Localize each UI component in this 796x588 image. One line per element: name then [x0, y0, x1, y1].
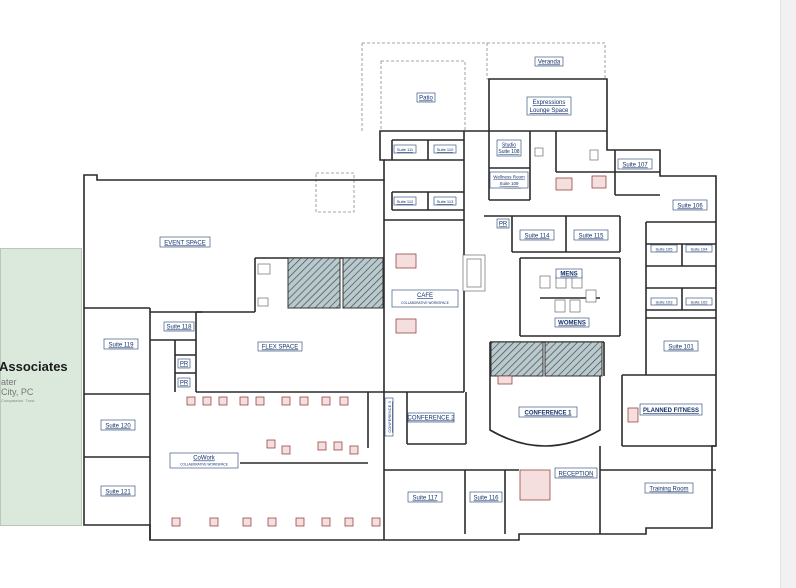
svg-text:Lounge Space: Lounge Space [530, 108, 569, 114]
room-patio[interactable]: Patio [416, 92, 436, 103]
svg-text:Suite 117: Suite 117 [413, 496, 439, 502]
svg-text:COLLABORATIVE WORKSPACE: COLLABORATIVE WORKSPACE [180, 463, 228, 467]
room-cowork[interactable]: CoWork COLLABORATIVE WORKSPACE [169, 452, 239, 469]
svg-text:Suite 119: Suite 119 [109, 343, 135, 349]
room-veranda[interactable]: Veranda [534, 56, 564, 67]
hatched-areas [287, 257, 603, 377]
sign-line-2: City, PC [1, 387, 34, 397]
svg-text:Wellness Room: Wellness Room [493, 175, 525, 180]
svg-text:Suite 121: Suite 121 [105, 490, 131, 496]
room-pr-2[interactable]: PR [177, 358, 191, 369]
room-suite-112[interactable]: Suite 112 [393, 196, 417, 206]
room-suite-117[interactable]: Suite 117 [407, 491, 443, 503]
svg-text:PLANNED FITNESS: PLANNED FITNESS [643, 408, 699, 414]
room-suite-103[interactable]: Suite 103 [650, 297, 678, 306]
svg-text:Suite 102: Suite 102 [691, 300, 709, 305]
svg-text:Suite 111: Suite 111 [397, 147, 414, 152]
svg-text:PR: PR [180, 362, 189, 368]
room-suite-121[interactable]: Suite 121 [100, 485, 136, 497]
svg-text:Suite 108: Suite 108 [498, 149, 519, 155]
room-expressions-lounge[interactable]: Expressions Lounge Space [526, 96, 572, 116]
room-suite-101[interactable]: Suite 101 [663, 340, 699, 352]
svg-text:MENS: MENS [560, 272, 577, 278]
svg-text:Suite 105: Suite 105 [656, 247, 674, 252]
room-pr-1[interactable]: PR [496, 218, 510, 229]
svg-text:Suite 109: Suite 109 [499, 181, 519, 186]
sign-tagline: Compassion. Trust. [1, 398, 36, 403]
svg-text:Expressions: Expressions [533, 100, 566, 106]
room-suite-107[interactable]: Suite 107 [617, 158, 653, 170]
room-suite-104[interactable]: Suite 104 [685, 244, 713, 253]
room-suite-102[interactable]: Suite 102 [685, 297, 713, 306]
svg-text:Suite 118: Suite 118 [167, 325, 193, 331]
room-labels: Veranda Patio Expressions Lounge Space S… [100, 56, 713, 503]
room-conference-2[interactable]: CONFERENCE 2 [407, 412, 455, 423]
room-suite-105[interactable]: Suite 105 [650, 244, 678, 253]
svg-text:PR: PR [180, 381, 189, 387]
room-pr-3[interactable]: PR [177, 377, 191, 388]
svg-text:Suite 120: Suite 120 [105, 424, 131, 430]
svg-text:Suite 107: Suite 107 [622, 163, 648, 169]
svg-text:Suite 114: Suite 114 [525, 234, 551, 240]
room-suite-111[interactable]: Suite 111 [393, 144, 417, 154]
svg-text:Suite 112: Suite 112 [397, 199, 414, 204]
svg-text:FLEX SPACE: FLEX SPACE [262, 345, 299, 351]
room-suite-116[interactable]: Suite 116 [469, 491, 503, 503]
svg-text:Suite 115: Suite 115 [579, 234, 605, 240]
room-wellness-suite-109[interactable]: Wellness Room Suite 109 [489, 171, 529, 189]
room-suite-114[interactable]: Suite 114 [519, 229, 555, 241]
svg-text:PR: PR [499, 222, 508, 228]
svg-text:Suite 106: Suite 106 [677, 204, 703, 210]
svg-text:Suite 113: Suite 113 [437, 199, 454, 204]
svg-text:Studio: Studio [502, 143, 516, 149]
room-conference-1[interactable]: CONFERENCE 1 [518, 406, 578, 418]
svg-text:EVENT SPACE: EVENT SPACE [164, 241, 205, 247]
room-flex-space[interactable]: FLEX SPACE [257, 341, 303, 352]
signage-panel: Associates ater City, PC Compassion. Tru… [0, 248, 82, 526]
building-walls [83, 78, 717, 541]
svg-text:CONFERENCE 1: CONFERENCE 1 [524, 411, 572, 417]
room-suite-120[interactable]: Suite 120 [100, 419, 136, 431]
svg-text:Suite 104: Suite 104 [691, 247, 709, 252]
room-suite-110[interactable]: Suite 110 [433, 144, 457, 154]
room-reception[interactable]: RECEPTION [554, 467, 598, 479]
svg-text:RECEPTION: RECEPTION [558, 472, 593, 478]
room-cafe[interactable]: CAFE COLLABORATIVE WORKSPACE [391, 289, 459, 308]
svg-text:CAFE: CAFE [417, 293, 433, 299]
vertical-scrollbar[interactable] [780, 0, 796, 588]
svg-text:CoWork: CoWork [193, 456, 216, 462]
furniture [171, 147, 639, 527]
sign-line-1: ater [1, 377, 17, 387]
room-event-space[interactable]: EVENT SPACE [159, 236, 211, 248]
room-suite-118[interactable]: Suite 118 [163, 321, 195, 332]
svg-text:Veranda: Veranda [538, 60, 561, 66]
room-womens[interactable]: WOMENS [554, 317, 590, 328]
room-suite-115[interactable]: Suite 115 [573, 229, 609, 241]
svg-text:Patio: Patio [419, 96, 433, 102]
room-conference-3[interactable]: CONFERENCE 3 [384, 397, 394, 437]
svg-text:COLLABORATIVE WORKSPACE: COLLABORATIVE WORKSPACE [401, 301, 449, 305]
svg-text:CONFERENCE 3: CONFERENCE 3 [387, 401, 392, 433]
floor-plan: Veranda Patio Expressions Lounge Space S… [83, 42, 717, 541]
sign-title: Associates [0, 359, 68, 374]
room-mens[interactable]: MENS [555, 268, 583, 279]
room-planned-fitness[interactable]: PLANNED FITNESS [639, 403, 703, 416]
room-studio-suite-108[interactable]: Studio Suite 108 [496, 139, 522, 157]
svg-text:Suite 101: Suite 101 [668, 345, 694, 351]
svg-text:Suite 116: Suite 116 [474, 496, 500, 502]
svg-text:WOMENS: WOMENS [558, 321, 586, 327]
room-training-room[interactable]: Training Room [644, 482, 694, 494]
room-suite-106[interactable]: Suite 106 [672, 199, 708, 211]
room-suite-113[interactable]: Suite 113 [433, 196, 457, 206]
room-suite-119[interactable]: Suite 119 [103, 338, 139, 350]
svg-text:Suite 103: Suite 103 [656, 300, 674, 305]
svg-text:Suite 110: Suite 110 [437, 147, 454, 152]
svg-text:Training Room: Training Room [649, 487, 688, 493]
svg-text:CONFERENCE 2: CONFERENCE 2 [407, 416, 455, 422]
